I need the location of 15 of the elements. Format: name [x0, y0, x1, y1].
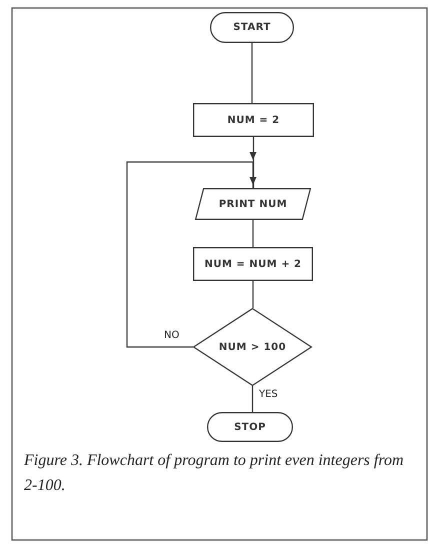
connector-line [252, 281, 254, 308]
connector-line [252, 386, 254, 412]
node-label: START [233, 22, 271, 33]
node-label: PRINT NUM [218, 198, 288, 210]
edge-label: NO [162, 330, 182, 341]
node-label: NUM = 2 [227, 114, 280, 126]
node-label: NUM > 100 [218, 342, 286, 352]
figure-caption: Figure 3. Flowchart of program to print even integers from 2-100. [24, 451, 405, 496]
arrow [126, 161, 256, 348]
node-label: STOP [234, 422, 266, 432]
arrow [250, 137, 256, 188]
node-label: NUM = NUM + 2 [204, 258, 302, 270]
connector-line [252, 220, 254, 247]
edge-label: YES [257, 389, 280, 400]
connector-line [251, 43, 253, 103]
